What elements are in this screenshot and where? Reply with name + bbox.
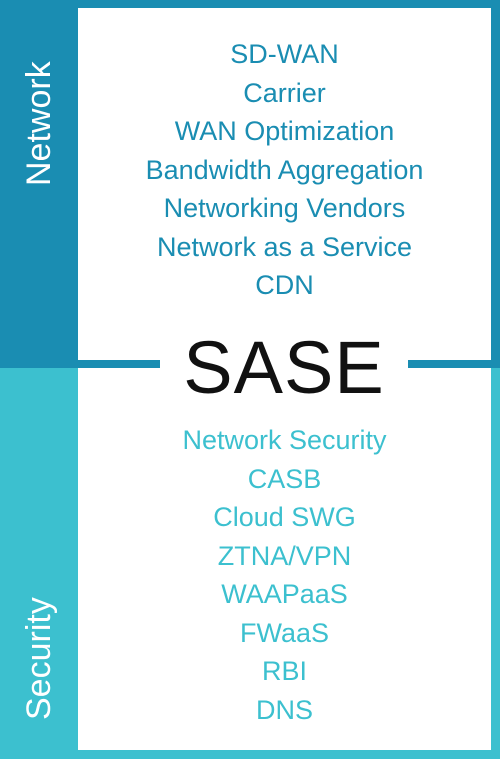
- security-item: Cloud SWG: [213, 502, 356, 532]
- sase-title-box: SASE: [160, 322, 408, 412]
- security-item: ZTNA/VPN: [217, 540, 352, 571]
- security-content: Network Security CASB Cloud SWG ZTNA/VPN…: [78, 368, 491, 750]
- security-label: Security: [20, 597, 58, 720]
- network-item: Carrier: [243, 77, 326, 108]
- network-item: CDN: [255, 270, 314, 300]
- network-side-bar: Network: [0, 0, 78, 368]
- network-panel: Network SD-WAN Carrier WAN Optimization …: [0, 0, 500, 368]
- security-item: DNS: [255, 694, 313, 725]
- security-item: CASB: [247, 463, 322, 494]
- network-label: Network: [20, 61, 58, 186]
- security-panel: Security Network Security CASB Cloud SWG…: [0, 368, 500, 759]
- security-item: FWaaS: [239, 617, 329, 648]
- network-item: Network as a Service: [156, 231, 413, 262]
- network-item: Bandwidth Aggregation: [145, 154, 424, 185]
- security-side-bar: Security: [0, 368, 78, 759]
- security-item: Network Security: [182, 425, 387, 455]
- network-item-list: SD-WAN Carrier WAN Optimization Bandwidt…: [78, 35, 491, 305]
- security-item: RBI: [261, 656, 307, 686]
- sase-title: SASE: [183, 325, 385, 409]
- network-item: Networking Vendors: [163, 193, 406, 223]
- network-content: SD-WAN Carrier WAN Optimization Bandwidt…: [78, 8, 491, 360]
- network-item: WAN Optimization: [174, 116, 395, 146]
- security-item-list: Network Security CASB Cloud SWG ZTNA/VPN…: [78, 421, 491, 729]
- network-item: SD-WAN: [230, 39, 339, 69]
- security-item: WAAPaaS: [221, 579, 348, 609]
